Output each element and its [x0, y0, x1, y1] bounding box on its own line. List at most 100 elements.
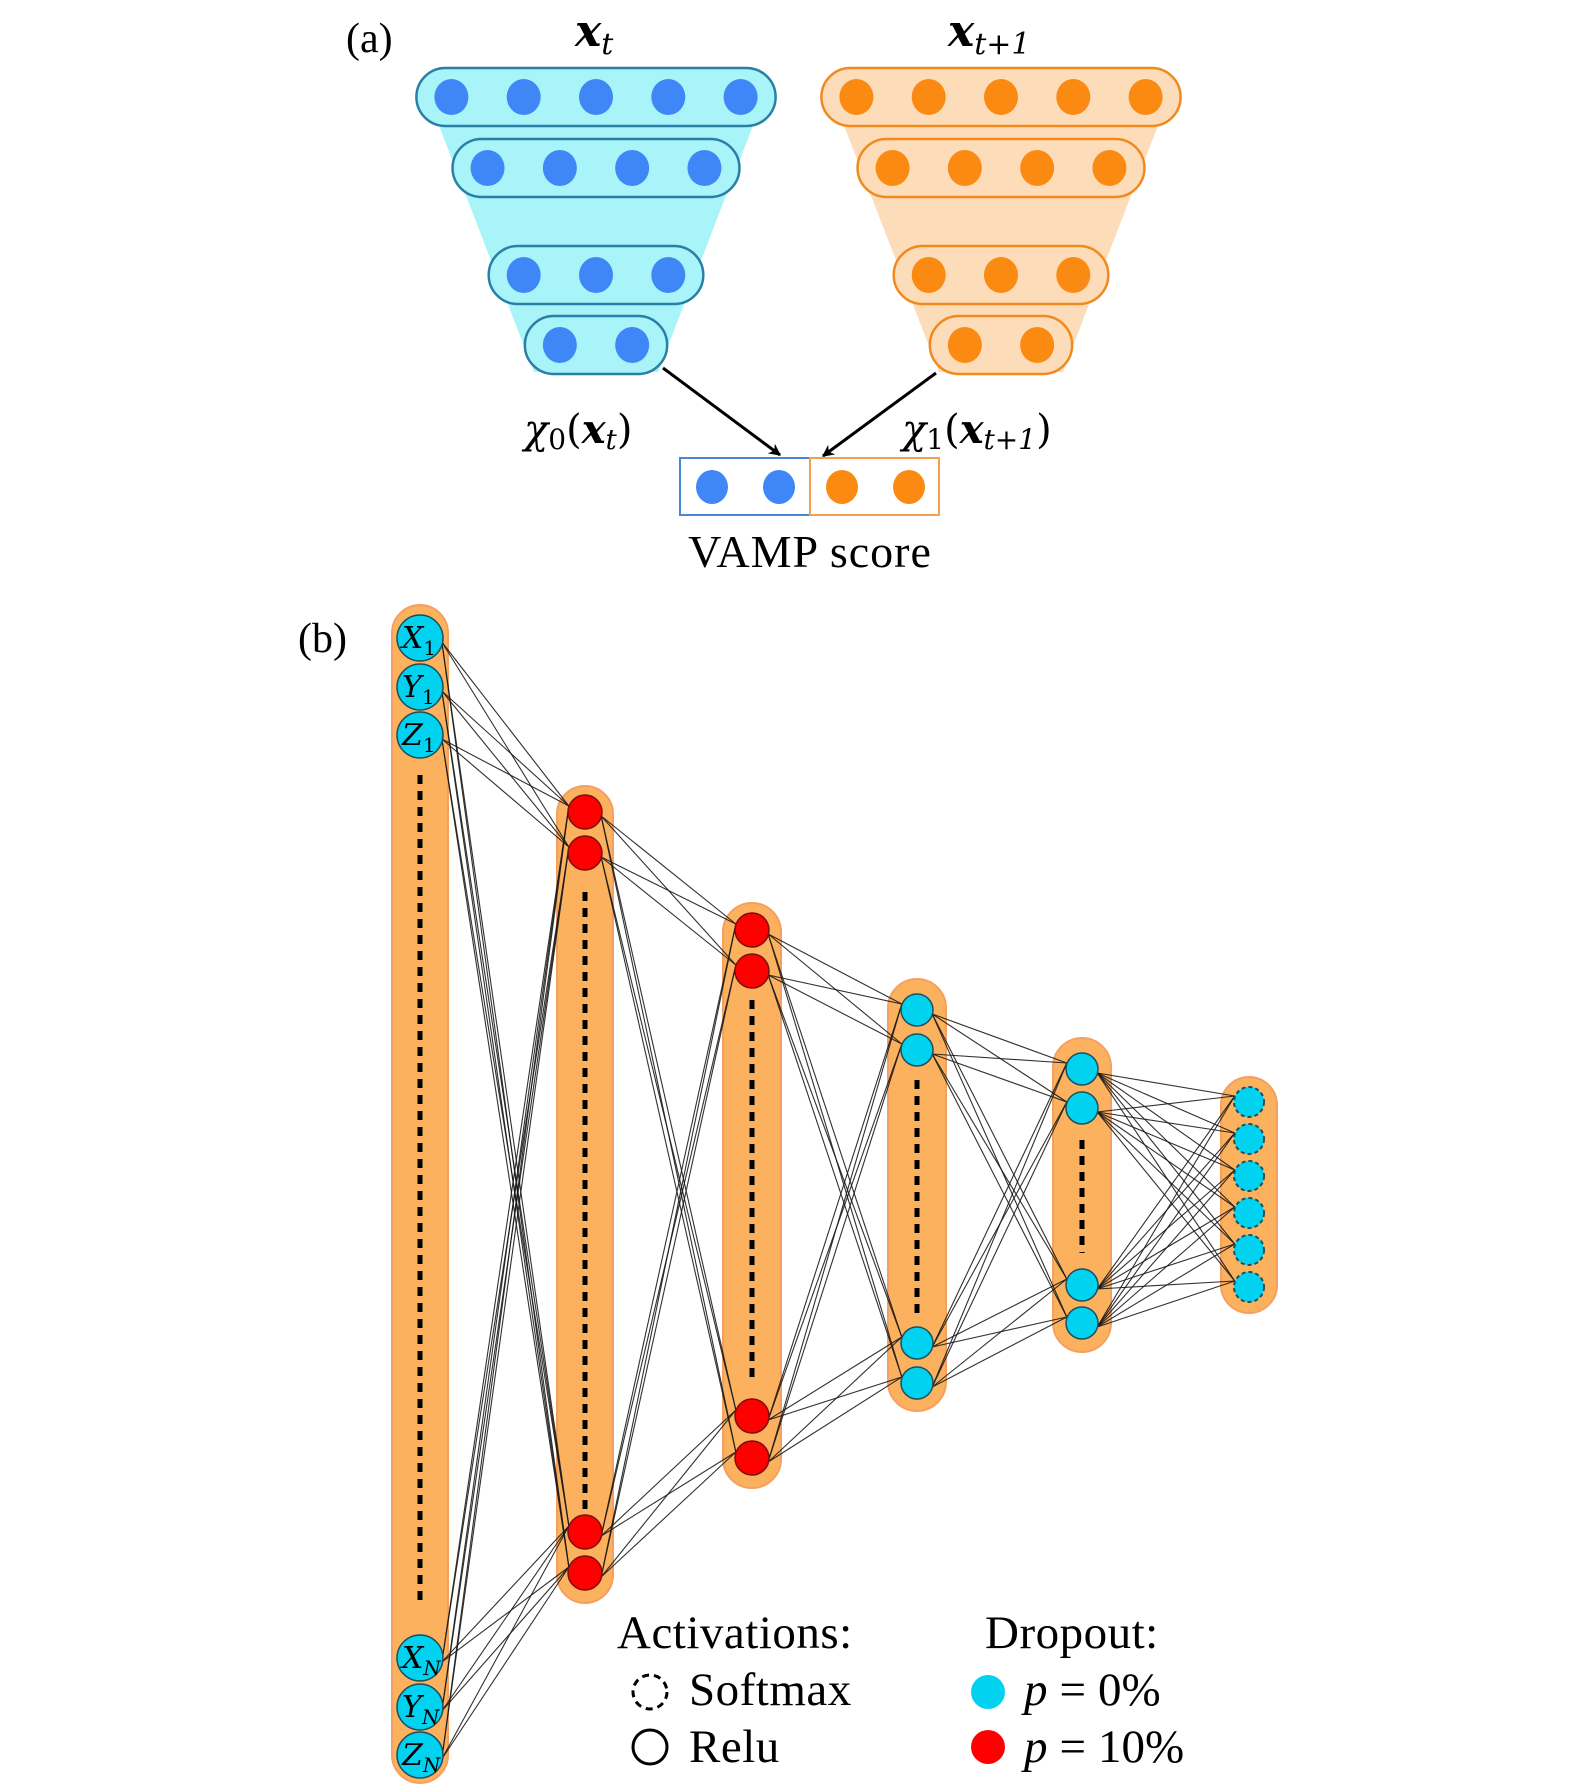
connection	[441, 738, 570, 807]
connection	[767, 974, 903, 1378]
connection	[931, 1101, 1068, 1388]
connection	[600, 1451, 737, 1578]
layer-hidden-1	[556, 785, 614, 1604]
legend-activations-title: Activations:	[617, 1607, 853, 1659]
neuron	[579, 257, 613, 293]
connection	[931, 1278, 1068, 1348]
neuron	[911, 79, 946, 115]
p-symbol: p	[1021, 1664, 1048, 1716]
input-label-xt: xt	[574, 6, 614, 62]
neuron	[506, 257, 541, 293]
connection	[931, 1316, 1068, 1388]
connection	[441, 690, 570, 807]
input-subscript: t+1	[974, 27, 1030, 62]
legend-softmax-label: Softmax	[689, 1664, 852, 1716]
neuron	[1056, 257, 1091, 293]
connection	[931, 1053, 1068, 1318]
connection	[767, 1003, 903, 1421]
panel-a: (a) xt xt+1 χ0(xt) χ1(xt+1)	[346, 6, 1182, 577]
x-symbol: x	[959, 406, 985, 453]
connection	[767, 1376, 902, 1421]
connection	[932, 1316, 1067, 1348]
hidden-neuron	[734, 953, 770, 989]
input-symbol: x	[574, 6, 602, 57]
hidden-neuron	[567, 794, 603, 830]
neuron	[1092, 150, 1127, 186]
paren-open: (	[944, 407, 960, 453]
connection	[768, 974, 902, 1005]
vamp-score-caption: VAMP score	[688, 526, 932, 577]
connection	[441, 805, 570, 1760]
equals-sign: =	[1060, 1664, 1087, 1716]
connection	[1096, 1095, 1236, 1290]
connection	[441, 690, 570, 1568]
input-node-label: YN	[402, 1690, 441, 1729]
legend-relu-label: Relu	[689, 1721, 780, 1773]
x-symbol: x	[581, 406, 607, 453]
hidden-neuron	[900, 1326, 934, 1360]
hidden-neuron	[734, 1440, 770, 1476]
neuron	[947, 150, 982, 186]
connection	[767, 974, 903, 1338]
dropout-10-dot-icon	[971, 1730, 1005, 1764]
encoder-network-xt1: xt+1	[820, 6, 1182, 376]
chi1-output-node	[826, 470, 858, 504]
connection	[600, 815, 737, 1411]
neuron	[542, 327, 577, 363]
connection	[767, 974, 903, 1045]
connection	[1096, 1072, 1236, 1282]
input-neuron	[396, 1634, 444, 1682]
connection	[441, 641, 570, 848]
connection	[600, 923, 737, 1537]
vamp-score-box	[679, 457, 940, 516]
neuron	[1020, 150, 1055, 186]
p-symbol: p	[1021, 1721, 1048, 1773]
connection	[441, 846, 570, 1760]
input-subscript: t	[601, 27, 614, 62]
chi0-label: χ0(xt)	[521, 406, 632, 456]
connection	[600, 1409, 737, 1537]
neuron	[542, 150, 577, 186]
neuron	[1020, 327, 1055, 363]
legend: Activations: Softmax Relu Dropout: p=0% …	[617, 1607, 1184, 1773]
output-neuron-softmax	[1233, 1271, 1265, 1303]
neuron	[911, 257, 946, 293]
layer-2	[451, 137, 741, 199]
input-symbol: x	[947, 6, 975, 57]
hidden-neuron	[1065, 1091, 1099, 1125]
output-neuron-softmax	[1233, 1234, 1265, 1266]
relu-solid-circle-icon	[631, 1728, 669, 1766]
neuron	[615, 150, 650, 186]
connection	[932, 1053, 1067, 1103]
connection	[441, 1566, 570, 1663]
arrow-chi0	[662, 366, 781, 457]
connection	[441, 1525, 570, 1760]
connection	[767, 1003, 903, 1463]
neuron	[470, 150, 505, 186]
connection	[767, 933, 903, 1005]
connection	[1097, 1072, 1235, 1097]
chi0-output-node	[696, 470, 728, 504]
neuron	[651, 79, 686, 115]
neuron	[506, 79, 541, 115]
connection	[767, 1336, 903, 1421]
neuron	[1128, 79, 1163, 115]
connection	[600, 923, 737, 1578]
chi-index: 0	[548, 423, 566, 456]
dropout-value: 10%	[1098, 1721, 1184, 1773]
neuron	[875, 150, 910, 186]
neuron	[1056, 79, 1091, 115]
connection	[1096, 1111, 1236, 1208]
input-neuron	[396, 711, 444, 759]
input-node-label: Y1	[402, 670, 435, 709]
connection	[1097, 1111, 1235, 1134]
equals-sign: =	[1060, 1721, 1087, 1773]
hidden-neuron	[1065, 1052, 1099, 1086]
connection	[767, 1043, 903, 1463]
input-label-xt1: xt+1	[947, 6, 1031, 62]
encoder-network-xt: xt	[415, 6, 777, 376]
arrow-chi1	[822, 371, 937, 458]
neuron	[839, 79, 874, 115]
input-node-label: XN	[400, 1641, 442, 1680]
